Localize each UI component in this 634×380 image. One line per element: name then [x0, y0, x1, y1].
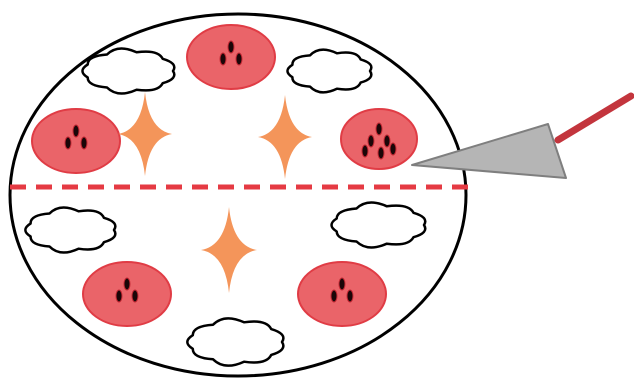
cloud-icon	[187, 318, 283, 365]
tomato-slice-icon	[298, 262, 386, 326]
cloud-icon	[25, 207, 115, 252]
four-point-star-icon	[258, 95, 312, 179]
cloud-icon	[82, 48, 174, 93]
tomato-slice-icon	[83, 262, 171, 326]
tomato-slice-icon	[32, 109, 120, 173]
four-point-star-icon	[201, 207, 257, 293]
four-point-star-icon	[118, 92, 172, 176]
knife-icon	[412, 96, 631, 178]
cloud-icon	[332, 203, 426, 248]
tomato-slice-icon	[187, 25, 275, 89]
tomato-slice-icon	[341, 109, 417, 169]
cloud-icon	[287, 50, 371, 93]
